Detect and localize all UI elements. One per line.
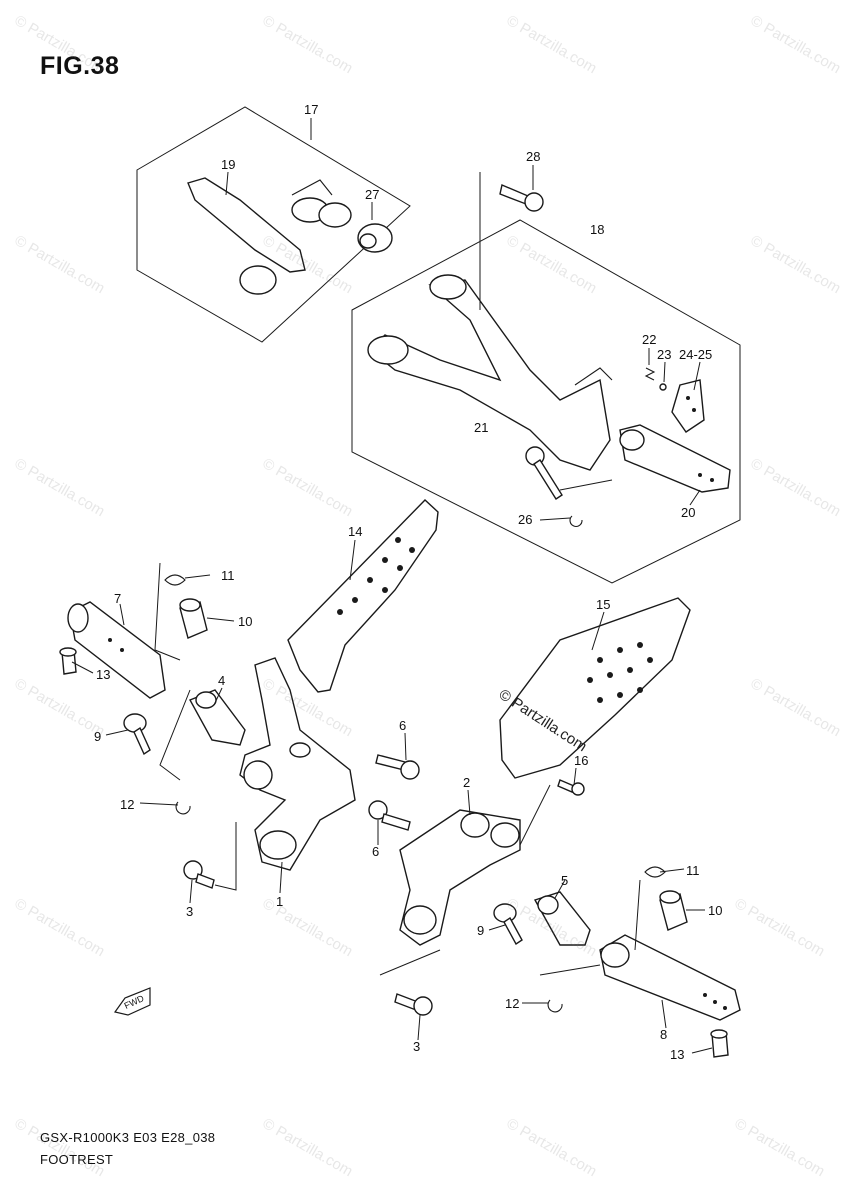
- callout-13: 13: [96, 667, 111, 682]
- part-9-pin-right: [493, 903, 523, 946]
- part-11-spring-right: [644, 866, 666, 878]
- part-16-screw: [557, 779, 585, 796]
- part-9-pin: [123, 713, 151, 756]
- callout-28: 28: [526, 149, 541, 164]
- callout-17: 17: [304, 102, 319, 117]
- part-24-25-plate: [671, 379, 705, 433]
- callout-26: 26: [518, 512, 533, 527]
- part-13-bolt: [59, 647, 77, 675]
- part-3-bolt-right: [394, 993, 433, 1016]
- callout-10: 10: [238, 614, 253, 629]
- part-2-bracket: [399, 809, 521, 946]
- part-3-bolt-left: [183, 860, 215, 889]
- callout-12b: 12: [505, 996, 520, 1011]
- callout-19: 19: [221, 157, 236, 172]
- part-18-bracket: [367, 274, 613, 471]
- group-box-18: [351, 219, 741, 584]
- part-7-footpeg: [67, 601, 166, 699]
- callout-14: 14: [348, 524, 363, 539]
- fwd-arrow-icon: [113, 987, 151, 1016]
- callout-11b: 11: [686, 863, 700, 878]
- part-26-clip: [569, 515, 583, 527]
- part-14-heel-plate: [287, 499, 439, 693]
- part-10-bushing: [179, 598, 208, 639]
- figure-title: FIG.38: [40, 52, 120, 80]
- part-12-clip: [175, 801, 191, 815]
- callout-7: 7: [114, 591, 122, 606]
- callout-2: 2: [463, 775, 471, 790]
- part-22-23-spring-ball: [644, 367, 667, 391]
- callout-6: 6: [399, 718, 407, 733]
- callout-21: 21: [474, 420, 489, 435]
- part-28-bolt: [499, 184, 544, 212]
- part-20-footpeg: [619, 424, 731, 493]
- callout-1: 1: [276, 894, 284, 909]
- part-27-bushing: [357, 223, 393, 253]
- callout-24-25: 24-25: [679, 347, 713, 362]
- callout-20: 20: [681, 505, 696, 520]
- part-1-bracket: [239, 657, 356, 871]
- callout-9: 9: [94, 729, 102, 744]
- part-6-bolt-lower: [368, 800, 411, 831]
- callout-9b: 9: [477, 923, 485, 938]
- part-6-bolt-upper: [375, 754, 420, 780]
- callout-3b: 3: [413, 1039, 421, 1054]
- callout-5: 5: [561, 873, 569, 888]
- callout-10b: 10: [708, 903, 723, 918]
- callout-15: 15: [596, 597, 611, 612]
- callout-13b: 13: [670, 1047, 685, 1062]
- leader-lines: [71, 118, 713, 1054]
- part-13-bolt-right: [710, 1029, 729, 1058]
- part-12-clip-right: [547, 999, 563, 1013]
- part-8-footpeg: [599, 934, 741, 1021]
- callout-6b: 6: [372, 844, 380, 859]
- callout-3: 3: [186, 904, 194, 919]
- group-box-17: [136, 106, 411, 343]
- callout-4: 4: [218, 673, 226, 688]
- callout-23: 23: [657, 347, 672, 362]
- part-21-pin: [525, 446, 563, 500]
- callout-11: 11: [221, 568, 235, 583]
- footer-model-line: GSX-R1000K3 E03 E28_038: [40, 1130, 216, 1145]
- callout-18: 18: [590, 222, 605, 237]
- callout-16: 16: [574, 753, 589, 768]
- part-10-bushing-right: [659, 890, 688, 931]
- callout-22: 22: [642, 332, 657, 347]
- part-19-bracket: [187, 177, 352, 295]
- callout-8: 8: [660, 1027, 668, 1042]
- callout-12: 12: [120, 797, 135, 812]
- footer-caption: FOOTREST: [40, 1152, 114, 1167]
- part-15-heel-plate: [499, 597, 691, 779]
- part-5-holder: [533, 891, 591, 946]
- callout-27: 27: [365, 187, 380, 202]
- part-11-spring: [164, 574, 186, 586]
